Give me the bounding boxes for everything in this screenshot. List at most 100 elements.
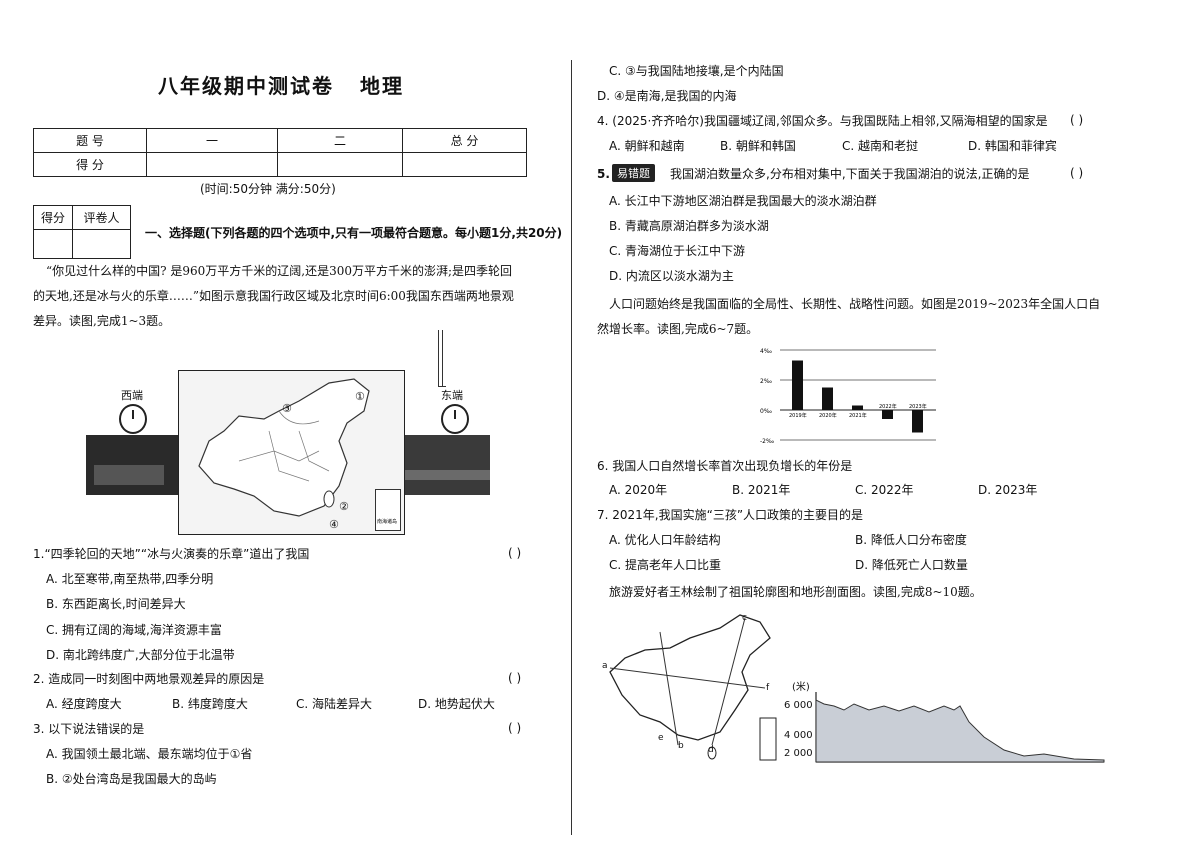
chart-bar <box>792 360 803 410</box>
question-1-stem: 1.“四季轮回的天地”“冰与火演奏的乐章”道出了我国 <box>33 547 310 561</box>
q4-option[interactable]: A. 朝鲜和越南 <box>609 139 685 153</box>
intro-line: 差异。读图,完成1~3题。 <box>33 314 171 328</box>
q4-option[interactable]: D. 韩国和菲律宾 <box>968 139 1057 153</box>
marker-1: ① <box>355 390 365 403</box>
score-table: 题 号 一 二 总 分 得 分 <box>33 128 527 177</box>
q1-option[interactable]: D. 南北跨纬度广,大部分位于北温带 <box>46 648 235 662</box>
chart-y-tick-label: -2‰ <box>760 438 774 445</box>
q5-option[interactable]: B. 青藏高原湖泊群多为淡水湖 <box>609 219 769 233</box>
answer-paren[interactable]: ( ) <box>1070 113 1084 127</box>
q5-option[interactable]: C. 青海湖位于长江中下游 <box>609 244 746 258</box>
intro-line: “你见过什么样的中国? 是960万平方千米的辽阔,还是300万平方千米的澎湃;是… <box>46 264 513 278</box>
score-cell[interactable] <box>277 152 403 177</box>
score-table-header: 题 号 <box>33 128 147 153</box>
q5-option[interactable]: D. 内流区以淡水湖为主 <box>609 269 734 283</box>
q6-option[interactable]: D. 2023年 <box>978 483 1038 497</box>
east-end-label: 东端 <box>441 389 463 402</box>
q3-option[interactable]: C. ③与我国陆地接壤,是个内陆国 <box>609 64 784 78</box>
q4-option[interactable]: C. 越南和老挝 <box>842 139 919 153</box>
map-letter-e: e <box>658 733 664 743</box>
chart-bar <box>912 410 923 433</box>
intro2-line: 人口问题始终是我国面临的全局性、长期性、战略性问题。如图是2019~2023年全… <box>609 297 1101 311</box>
chart-x-tick-label: 2019年 <box>789 412 807 419</box>
marker-4: ④ <box>329 518 339 531</box>
score-table-header: 总 分 <box>402 128 527 153</box>
chart-bar <box>882 410 893 419</box>
chart-bar <box>852 405 863 410</box>
chart-y-tick-label: 4‰ <box>760 348 772 355</box>
chart-x-tick-label: 2020年 <box>819 412 837 419</box>
question-3-stem: 3. 以下说法错误的是 <box>33 722 145 736</box>
answer-paren[interactable]: ( ) <box>508 671 522 685</box>
page-title: 八年级期中测试卷 <box>158 74 334 98</box>
score-table-header: 二 <box>277 128 403 153</box>
intro3-line: 旅游爱好者王林绘制了祖国轮廓图和地形剖面图。读图,完成8~10题。 <box>609 585 982 599</box>
score-cell[interactable] <box>146 152 278 177</box>
chart-y-tick-label: 0‰ <box>760 408 772 415</box>
profile-tick: 6 000 <box>784 700 813 711</box>
question-2-stem: 2. 造成同一时刻图中两地景观差异的原因是 <box>33 672 265 686</box>
map-letter-f: f <box>766 683 770 693</box>
q6-option[interactable]: B. 2021年 <box>732 483 791 497</box>
section1-heading: 一、选择题(下列各题的四个选项中,只有一项最符合题意。每小题1分,共20分) <box>145 226 563 240</box>
time-info: (时间:50分钟 满分:50分) <box>200 182 336 196</box>
marker-2: ② <box>339 500 349 513</box>
q7-option[interactable]: B. 降低人口分布密度 <box>855 533 967 547</box>
answer-paren[interactable]: ( ) <box>508 721 522 735</box>
chart-bar <box>822 387 833 410</box>
q1-option[interactable]: A. 北至寒带,南至热带,四季分明 <box>46 572 214 586</box>
profile-tick: 4 000 <box>784 730 813 741</box>
south-sea-inset: 南海诸岛 <box>375 489 401 531</box>
west-end-label: 西端 <box>121 389 143 402</box>
q7-option[interactable]: A. 优化人口年龄结构 <box>609 533 721 547</box>
terrain-profile <box>815 692 1105 763</box>
grader-label: 评卷人 <box>72 205 131 230</box>
q7-option[interactable]: D. 降低死亡人口数量 <box>855 558 968 572</box>
chart-x-tick-label: 2021年 <box>849 412 867 419</box>
china-map: ① ③ ② ④ 南海诸岛 <box>178 370 405 535</box>
china-outline-map <box>609 614 777 761</box>
q1-option[interactable]: B. 东西距离长,时间差异大 <box>46 597 186 611</box>
profile-tick: 2 000 <box>784 748 813 759</box>
map-letter-c: c <box>742 613 747 623</box>
south-sea-inset-label: 南海诸岛 <box>377 519 398 525</box>
grader-score-cell[interactable] <box>33 229 73 259</box>
east-clock-icon <box>441 404 469 434</box>
q3-option[interactable]: B. ②处台湾岛是我国最大的岛屿 <box>46 772 217 786</box>
question-7-stem: 7. 2021年,我国实施“三孩”人口政策的主要目的是 <box>597 508 864 522</box>
score-cell[interactable] <box>402 152 527 177</box>
error-prone-badge: 易错题 <box>612 164 655 182</box>
answer-paren[interactable]: ( ) <box>1070 166 1084 180</box>
q2-option[interactable]: B. 纬度跨度大 <box>172 697 248 711</box>
q3-option[interactable]: A. 我国领土最北端、最东端均位于①省 <box>46 747 253 761</box>
intro2-line: 然增长率。读图,完成6~7题。 <box>597 322 759 336</box>
q2-option[interactable]: D. 地势起伏大 <box>418 697 495 711</box>
figure-outline-and-profile: a b c d e f (米) 6 000 4 000 2 000 <box>600 610 1110 770</box>
map-letter-b: b <box>678 741 684 751</box>
q2-option[interactable]: C. 海陆差异大 <box>296 697 373 711</box>
map-letter-d: d <box>708 745 714 755</box>
grader-name-cell[interactable] <box>72 229 131 259</box>
chart-y-tick-label: 2‰ <box>760 378 772 385</box>
east-landscape-photo <box>404 435 490 495</box>
q6-option[interactable]: A. 2020年 <box>609 483 668 497</box>
q2-option[interactable]: A. 经度跨度大 <box>46 697 122 711</box>
q3-option[interactable]: D. ④是南海,是我国的内海 <box>597 89 737 103</box>
q4-option[interactable]: B. 朝鲜和韩国 <box>720 139 796 153</box>
q5-option[interactable]: A. 长江中下游地区湖泊群是我国最大的淡水湖泊群 <box>609 194 877 208</box>
q6-option[interactable]: C. 2022年 <box>855 483 914 497</box>
grader-box: 得分 评卷人 <box>33 205 131 259</box>
page-divider <box>571 60 572 835</box>
marker-3: ③ <box>282 402 292 415</box>
west-landscape-photo <box>86 435 178 495</box>
answer-paren[interactable]: ( ) <box>508 546 522 560</box>
q1-option[interactable]: C. 拥有辽阔的海域,海洋资源丰富 <box>46 623 222 637</box>
grader-score-label: 得分 <box>33 205 73 230</box>
figure-china-map: 西端 东端 ① ③ ② ④ 南海诸岛 <box>86 330 496 535</box>
score-table-row-label: 得 分 <box>33 152 147 177</box>
subject-title: 地理 <box>360 74 404 98</box>
profile-unit-label: (米) <box>792 682 810 693</box>
chart-x-tick-label: 2022年 <box>879 403 897 410</box>
q7-option[interactable]: C. 提高老年人口比重 <box>609 558 722 572</box>
